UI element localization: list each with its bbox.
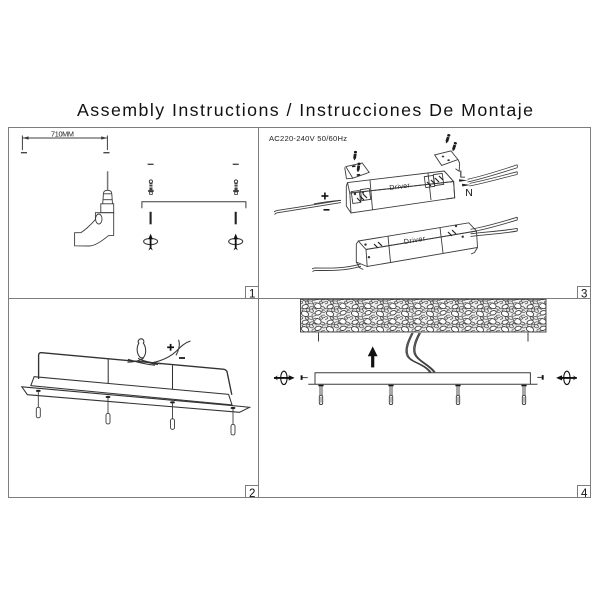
svg-text:4: 4 <box>581 488 588 500</box>
svg-text:2: 2 <box>249 488 255 500</box>
svg-text:N: N <box>465 187 473 199</box>
svg-text:710MM: 710MM <box>51 129 74 138</box>
svg-text:Driver: Driver <box>389 182 411 192</box>
svg-text:3: 3 <box>581 289 587 301</box>
svg-text:L: L <box>460 169 466 181</box>
svg-text:Driver: Driver <box>403 235 426 246</box>
svg-text:1: 1 <box>249 289 255 301</box>
svg-text:Assembly Instructions / Instru: Assembly Instructions / Instrucciones De… <box>77 100 533 120</box>
svg-text:AC220-240V 50/60Hz: AC220-240V 50/60Hz <box>269 134 347 143</box>
